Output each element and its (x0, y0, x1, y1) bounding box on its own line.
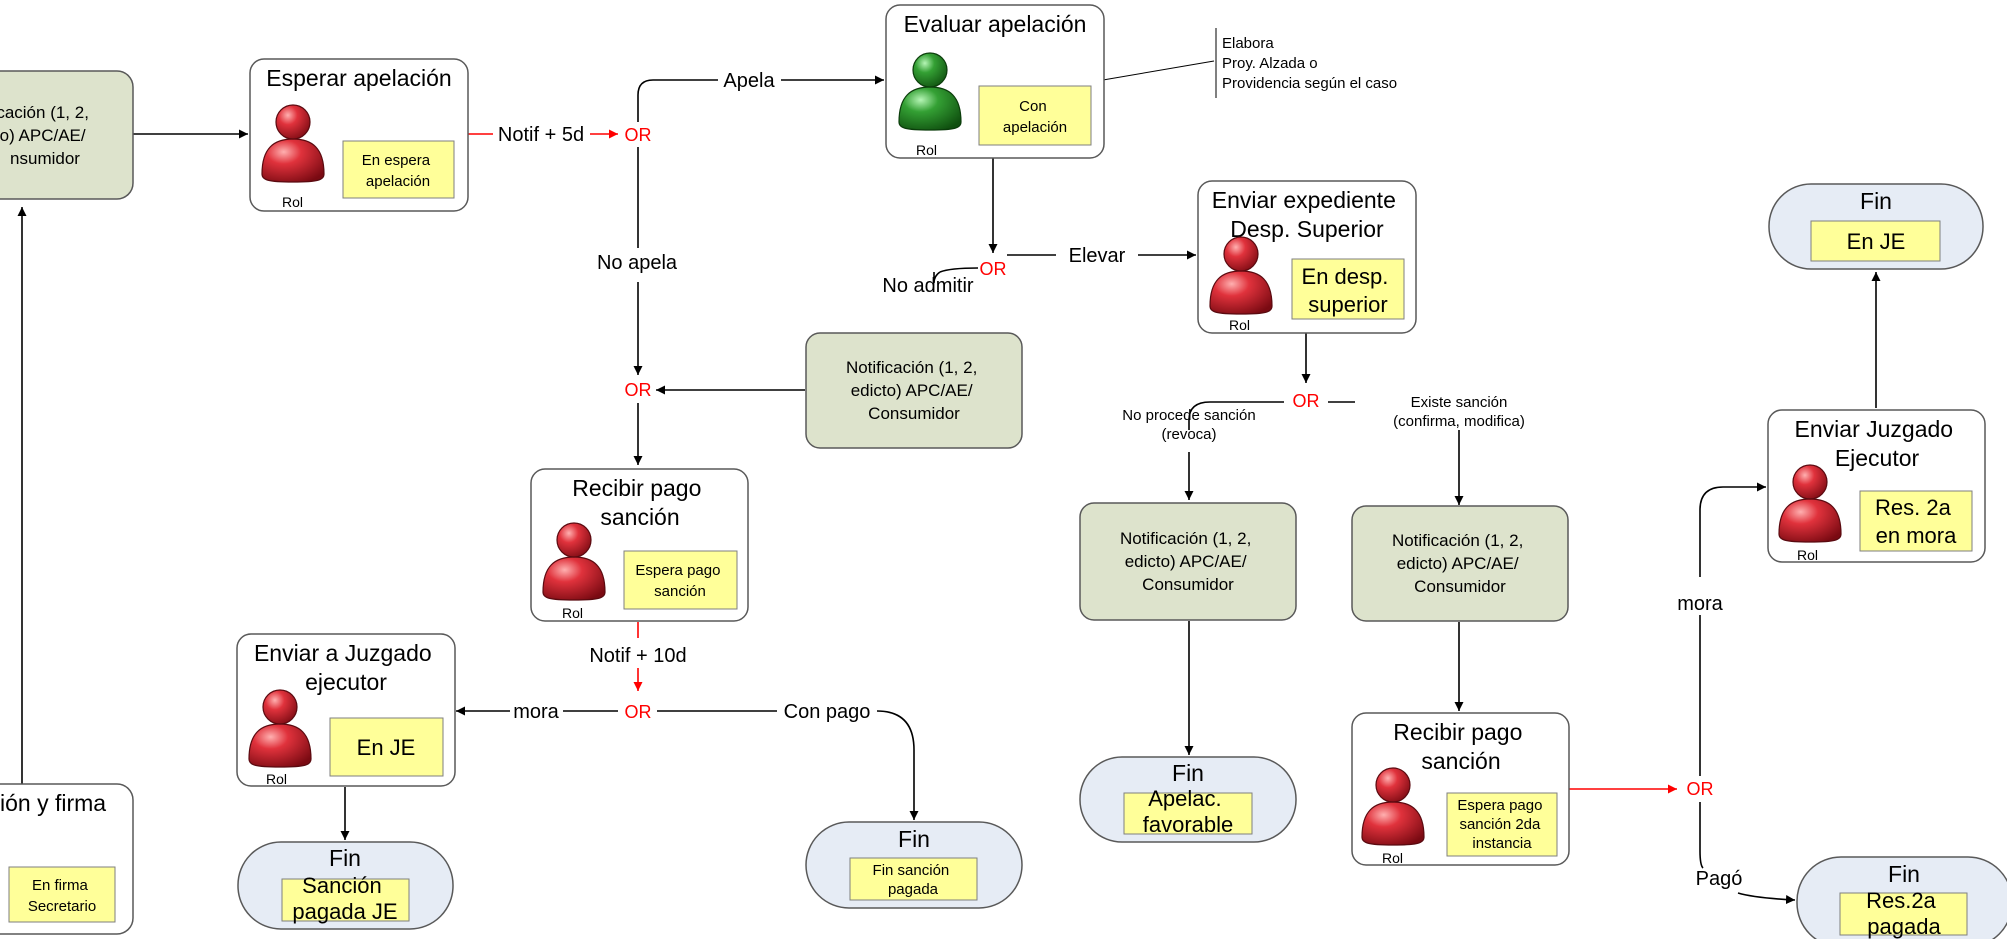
edge-label-con-pago: Con pago (784, 701, 871, 723)
task-enviar-juzgado[interactable]: Enviar a Juzgado ejecutor Rol En JE (236, 633, 456, 787)
task-recibir-pago-2[interactable]: Recibir pago sanción Rol Espera pago san… (1351, 712, 1570, 866)
edge-label-pago: Pagó (1696, 868, 1743, 890)
svg-text:Sanción pagada JE: Sanción pagada JE (292, 873, 397, 924)
svg-text:Con apelación: Con apelación (1003, 98, 1067, 136)
node-title: Enviar Juzgado Ejecutor (1795, 416, 1960, 471)
edge-labels: Notif + 5d Apela No apela Elevar No admi… (498, 70, 1742, 890)
notification-node-confirma[interactable]: Notificación (1, 2, edicto) APC/AE/ Cons… (1351, 505, 1569, 622)
node-title: Esperar apelación (266, 65, 451, 91)
end-title: Fin (1172, 760, 1204, 786)
task-enviar-expediente[interactable]: Enviar expediente Desp. Superior Rol En … (1197, 180, 1417, 334)
edge-label-apela: Apela (723, 70, 775, 92)
role-label: Rol (916, 142, 937, 158)
notification-node-revoca[interactable]: Notificación (1, 2, edicto) APC/AE/ Cons… (1079, 502, 1297, 621)
edge-label-existe-sancion: Existe sanción(confirma, modifica) (1393, 394, 1525, 430)
svg-text:En JE: En JE (357, 735, 416, 760)
end-node-res2a-pagada[interactable]: Fin Res.2a pagada (1796, 856, 2007, 939)
role-label: Rol (1382, 850, 1403, 866)
node-title: Enviar a Juzgado ejecutor (254, 640, 438, 695)
svg-text:En desp. superior: En desp. superior (1302, 264, 1395, 317)
end-node-sancion-pagada[interactable]: Fin Fin sanción pagada (805, 821, 1023, 909)
role-label: Rol (282, 194, 303, 210)
svg-text:En JE: En JE (1847, 229, 1906, 254)
end-title: Fin (329, 845, 361, 871)
or-gateway: OR (1293, 391, 1320, 411)
edge-label-notif-10d: Notif + 10d (589, 645, 686, 667)
svg-text:Notificación (1, 2, edic: Notificación (1, 2, edicto) APC/AE/ Cons… (1392, 531, 1528, 596)
or-gateway: OR (625, 125, 652, 145)
or-gateway: OR (980, 259, 1007, 279)
svg-text:Res.2a pagada: Res.2a pagada (1866, 888, 1942, 939)
end-node-apelac-favorable[interactable]: Fin Apelac. favorable (1079, 756, 1297, 843)
edge-label-no-admitir: No admitir (882, 275, 973, 297)
svg-text:Fin sanción pagada: Fin sanción pagada (873, 862, 954, 898)
task-evaluar-apelacion[interactable]: Evaluar apelación Rol Con apelación (885, 4, 1105, 159)
edge-label-no-procede: No procede sanción(revoca) (1122, 407, 1255, 443)
svg-text:cación (1, 2, o) APC/AE/: cación (1, 2, o) APC/AE/ nsumidor (0, 103, 94, 168)
svg-text:Apelac. favorable: Apelac. favorable (1143, 786, 1234, 837)
callout-annotation: Elabora Proy. Alzada o Providencia según… (1222, 35, 1397, 92)
notification-node-left[interactable]: cación (1, 2, o) APC/AE/ nsumidor (0, 70, 134, 200)
svg-text:Espera pago sanción: Espera pago sanción (635, 562, 724, 600)
svg-text:Elabora Proy. Alzada o: Elabora Proy. Alzada o Providencia según… (1222, 35, 1397, 92)
svg-text:En espera apelación: En espera apelación (362, 152, 435, 190)
node-title: Enviar expediente Desp. Superior (1212, 187, 1403, 242)
firma-node-left[interactable]: ión y firma En firma Secretario (0, 783, 134, 935)
node-title: Recibir pago sanción (572, 475, 708, 530)
edge-label-mora: mora (513, 701, 559, 723)
end-title: Fin (1888, 861, 1920, 887)
svg-text:Notificación (1, 2, edic: Notificación (1, 2, edicto) APC/AE/ Cons… (1120, 529, 1256, 594)
edge-label-notif-5d: Notif + 5d (498, 124, 584, 146)
role-label: Rol (562, 605, 583, 621)
role-label: Rol (266, 771, 287, 787)
task-recibir-pago-1[interactable]: Recibir pago sanción Rol Espera pago san… (530, 468, 749, 622)
edges (17, 28, 1881, 905)
task-enviar-juzgado-ejecutor[interactable]: Enviar Juzgado Ejecutor Rol Res. 2a en m… (1767, 409, 1986, 563)
svg-text:Res. 2a en mora: Res. 2a en mora (1875, 495, 1957, 548)
role-label: Rol (1229, 317, 1250, 333)
role-label: Rol (1797, 547, 1818, 563)
notification-node-center[interactable]: Notificación (1, 2, edicto) APC/AE/ Cons… (805, 332, 1023, 449)
or-gateways: OR OR OR OR OR OR (625, 125, 1714, 799)
task-esperar-apelacion[interactable]: Esperar apelación Rol En espera apelació… (249, 58, 469, 212)
node-title: Recibir pago sanción (1393, 719, 1529, 774)
node-title: ión y firma (0, 790, 106, 816)
node-title: Evaluar apelación (904, 11, 1087, 37)
svg-text:Notificación (1, 2, edic: Notificación (1, 2, edicto) APC/AE/ Cons… (846, 358, 982, 423)
edge-label-mora: mora (1677, 593, 1723, 615)
or-gateway: OR (625, 702, 652, 722)
or-gateway: OR (625, 380, 652, 400)
edge-label-no-apela: No apela (597, 252, 678, 274)
end-title: Fin (898, 826, 930, 852)
or-gateway: OR (1687, 779, 1714, 799)
end-title: Fin (1860, 188, 1892, 214)
edge-label-elevar: Elevar (1069, 245, 1126, 267)
end-node-sancion-je[interactable]: Fin Sanción pagada JE (237, 841, 454, 930)
svg-text:En firma Secretario: En firma Secretario (28, 877, 96, 915)
svg-text:Espera pago sanción 2da: Espera pago sanción 2da instancia (1457, 797, 1546, 852)
end-node-en-je[interactable]: Fin En JE (1768, 183, 1984, 270)
